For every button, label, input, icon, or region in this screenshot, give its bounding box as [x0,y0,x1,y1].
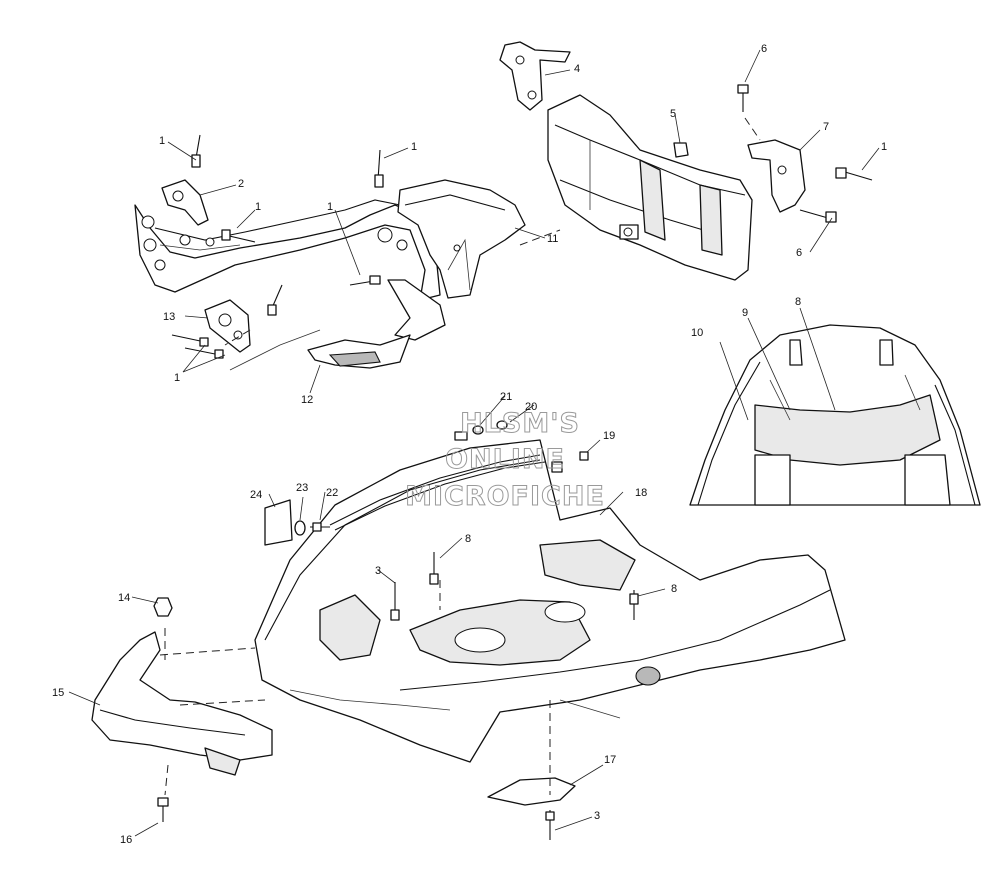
leader-lines [68,49,880,837]
callout-17: 17 [604,754,616,766]
callout-6: 6 [761,43,767,55]
hood-main [254,439,846,763]
callout-3: 3 [375,565,381,577]
callout-22: 22 [326,487,338,499]
callout-1: 1 [327,201,333,213]
bracket-13 [204,299,251,353]
plate-17 [487,777,576,806]
callout-8: 8 [465,533,471,545]
callout-1: 1 [255,201,261,213]
callout-7: 7 [823,121,829,133]
callout-12: 12 [301,394,313,406]
callout-19: 19 [603,430,615,442]
watermark-line-3: MICROFICHE [405,481,605,512]
callout-24: 24 [250,489,262,501]
bulkhead-11 [397,179,526,299]
bracket-2 [161,179,209,226]
fastener-hood-group [153,420,639,840]
callout-15: 15 [52,687,64,699]
callout-1: 1 [881,141,887,153]
strut-12 [229,329,411,371]
bolt-6-group [737,84,873,223]
callout-14: 14 [118,592,130,604]
watermark-line-1: HLSM'S [460,408,580,439]
callout-2: 2 [238,178,244,190]
bulkhead-rear [547,94,753,281]
bracket-4 [499,41,571,111]
callout-11: 11 [547,233,558,245]
front-frame-rail [134,199,446,341]
watermark-line-2: ONLINE [445,444,565,475]
watermark: HLSM'S ONLINE MICROFICHE [405,408,605,513]
callout-8: 8 [671,583,677,595]
callout-10: 10 [691,327,703,339]
callout-16: 16 [120,834,132,846]
inset-view [689,324,981,506]
callouts: 1 1 1 1 1 1 2 3 3 4 5 6 6 7 8 8 8 9 10 1… [52,43,887,846]
callout-23: 23 [296,482,308,494]
bracket-7 [747,139,806,213]
callout-5: 5 [670,108,676,120]
callout-6: 6 [796,247,802,259]
callout-4: 4 [574,63,580,75]
callout-8: 8 [795,296,801,308]
callout-20: 20 [525,401,537,413]
callout-9: 9 [742,307,748,319]
callout-1: 1 [411,141,417,153]
callout-1: 1 [159,135,165,147]
bumper-15 [91,631,273,776]
callout-3: 3 [594,810,600,822]
seal-18 [329,454,546,531]
callout-21: 21 [500,391,512,403]
callout-1: 1 [174,372,180,384]
callout-13: 13 [163,311,175,323]
callout-18: 18 [635,487,647,499]
nut-5 [673,142,689,158]
assembly-lines [159,117,761,796]
bolt-1-group [171,134,384,359]
